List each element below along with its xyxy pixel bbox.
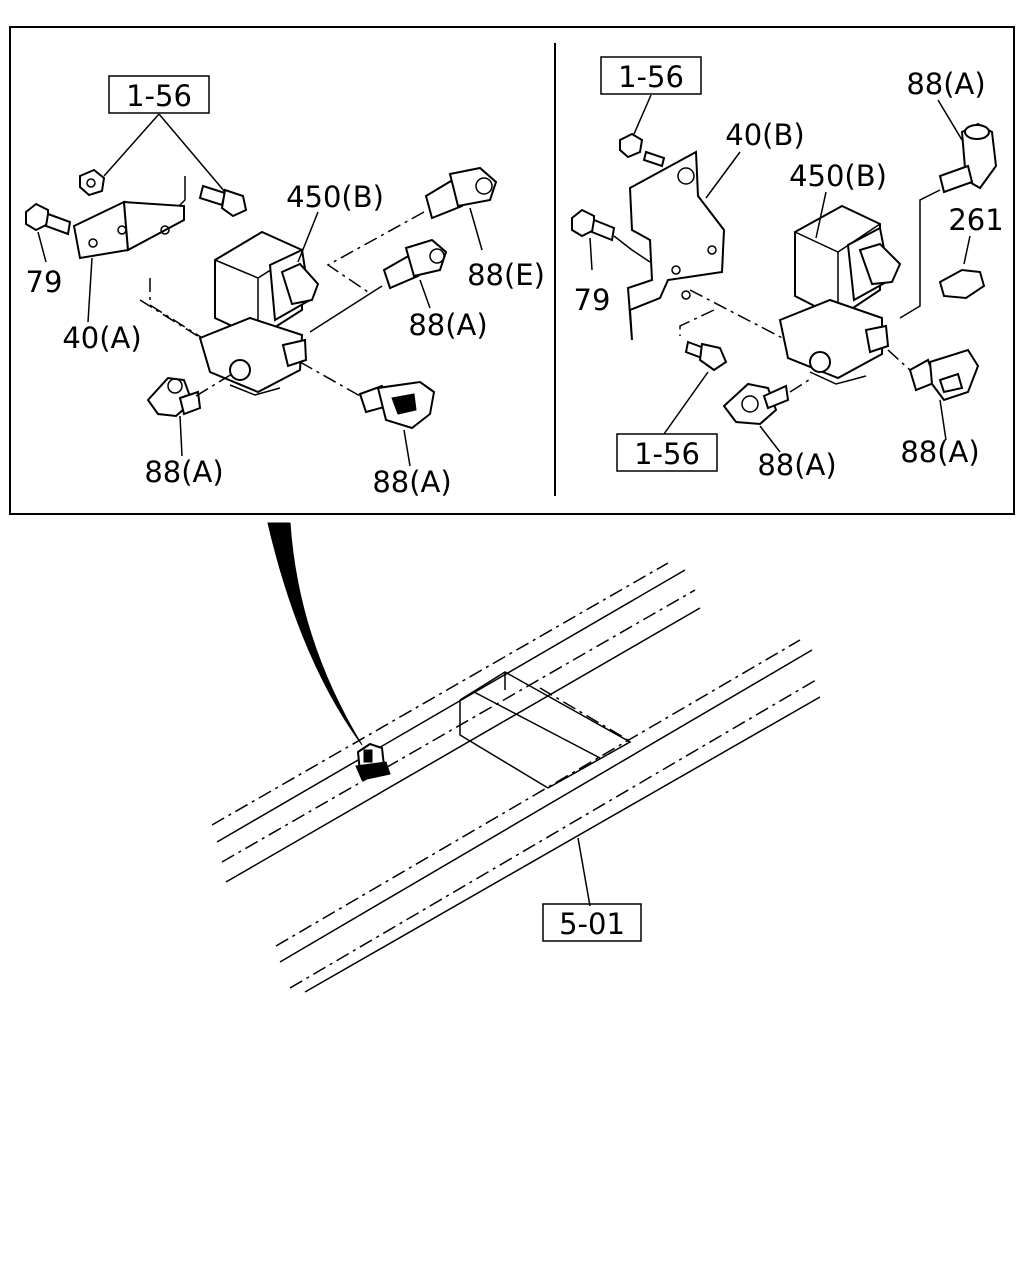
right-label-88a-front: 88(A) bbox=[757, 448, 836, 482]
right-fitting-88a-right bbox=[908, 348, 980, 402]
left-label-88a-upper: 88(A) bbox=[408, 308, 487, 342]
right-fitting-88a-front bbox=[722, 382, 790, 426]
right-label-261: 261 bbox=[948, 203, 1003, 237]
left-label-88a-left: 88(A) bbox=[144, 455, 223, 489]
right-fitting-88a-top bbox=[938, 122, 998, 194]
detail-leader-arrow bbox=[267, 522, 363, 746]
left-fitting-88e bbox=[424, 166, 498, 220]
right-nut bbox=[619, 132, 644, 159]
left-ref-box-1-56[interactable] bbox=[108, 75, 210, 114]
right-bracket-40b bbox=[626, 150, 726, 341]
left-assembly: 1-56 79 40(A) bbox=[25, 75, 545, 499]
right-ref-box-1-56-bottom[interactable] bbox=[616, 433, 718, 472]
left-fitting-88a-upper bbox=[382, 238, 448, 290]
left-bolt-upper bbox=[198, 184, 248, 218]
left-bolt-79 bbox=[25, 202, 72, 236]
right-label-1-56-top: 1-56 bbox=[618, 60, 684, 94]
right-ref-box-1-56-top[interactable] bbox=[600, 56, 702, 95]
chassis-frame bbox=[211, 562, 821, 993]
left-label-79: 79 bbox=[26, 265, 63, 299]
frame-valve-location bbox=[355, 742, 391, 781]
left-label-1-56: 1-56 bbox=[126, 79, 192, 113]
frame-ref-box-5-01[interactable] bbox=[542, 903, 642, 942]
left-label-88e: 88(E) bbox=[467, 258, 545, 292]
right-label-450b: 450(B) bbox=[789, 159, 887, 193]
left-fitting-88a-bottom bbox=[358, 380, 436, 430]
left-fitting-88a-left bbox=[146, 376, 202, 418]
left-valve-450b bbox=[198, 230, 320, 396]
frame-label-5-01: 5-01 bbox=[559, 907, 625, 941]
right-label-88a-top: 88(A) bbox=[906, 67, 985, 101]
right-label-79: 79 bbox=[574, 283, 611, 317]
right-label-88a-right: 88(A) bbox=[900, 435, 979, 469]
left-label-450b: 450(B) bbox=[286, 180, 384, 214]
right-plug-261 bbox=[938, 268, 986, 300]
left-nut bbox=[79, 168, 106, 197]
right-valve-450b bbox=[778, 204, 902, 385]
right-bolt-lower bbox=[684, 340, 728, 372]
detail-panel-border bbox=[9, 26, 1015, 515]
left-bracket-40a bbox=[72, 200, 185, 260]
left-label-88a-bottom: 88(A) bbox=[372, 465, 451, 499]
right-label-40b: 40(B) bbox=[725, 118, 804, 152]
left-label-40a: 40(A) bbox=[62, 321, 141, 355]
right-assembly: 1-56 40(B) 79 1-56 bbox=[571, 56, 1004, 482]
right-label-1-56-bottom: 1-56 bbox=[634, 437, 700, 471]
right-bolt-79 bbox=[571, 208, 616, 242]
